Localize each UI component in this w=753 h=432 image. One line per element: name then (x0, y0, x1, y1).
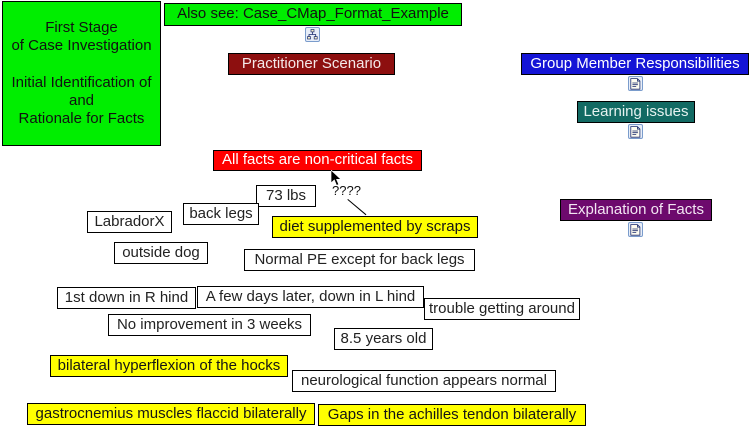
node-label: 8.5 years old (340, 329, 427, 347)
node-also-see-case-cmap-format-example[interactable]: Also see: Case_CMap_Format_Example (164, 3, 462, 26)
node-label: diet supplemented by scraps (279, 217, 471, 235)
node-label: Practitioner Scenario (241, 54, 382, 72)
node-label: 73 lbs (265, 186, 307, 204)
node-learning-issues[interactable]: Learning issues (577, 101, 695, 123)
resource-document-icon[interactable] (628, 76, 643, 91)
node-label: trouble getting around (429, 299, 575, 317)
node-outside-dog[interactable]: outside dog (114, 242, 208, 264)
node-group-member-responsibilities[interactable]: Group Member Responsibilities (521, 53, 749, 75)
node-label: back legs (189, 204, 253, 222)
node-label: bilateral hyperflexion of the hocks (57, 356, 281, 374)
node-normal-pe-except-for-back-legs[interactable]: Normal PE except for back legs (244, 249, 475, 271)
node-label: Normal PE except for back legs (254, 250, 465, 268)
node-diet-supplemented-by-scraps[interactable]: diet supplemented by scraps (272, 216, 478, 238)
node-label: outside dog (122, 243, 200, 261)
node-explanation-of-facts[interactable]: Explanation of Facts (560, 199, 712, 221)
node-label: No improvement in 3 weeks (116, 315, 303, 333)
node-73-lbs[interactable]: 73 lbs (256, 185, 316, 207)
node-text-line: Rationale for Facts (18, 110, 145, 128)
node-label: Gaps in the achilles tendon bilaterally (327, 405, 577, 423)
node-label: All facts are non-critical facts (222, 151, 413, 169)
node-bilateral-hyperflexion-of-the-hocks[interactable]: bilateral hyperflexion of the hocks (50, 355, 288, 377)
node-a-few-days-later-down-in-l-hind[interactable]: A few days later, down in L hind (197, 286, 424, 308)
node-label: Learning issues (583, 102, 689, 120)
node-neurological-function-appears-normal[interactable]: neurological function appears normal (292, 370, 556, 392)
connector-line-diet-to-facts (347, 199, 367, 216)
node-label: neurological function appears normal (301, 371, 547, 389)
node-label: gastrocnemius muscles flaccid bilaterall… (35, 404, 307, 422)
node-gaps-in-the-achilles-tendon-bilaterally[interactable]: Gaps in the achilles tendon bilaterally (318, 404, 586, 426)
node-text-line: First Stage (45, 18, 118, 36)
node-text-line (79, 55, 83, 73)
node-trouble-getting-around[interactable]: trouble getting around (424, 298, 580, 320)
node-label: Explanation of Facts (568, 200, 704, 218)
node-gastrocnemius-muscles-flaccid-bilaterally[interactable]: gastrocnemius muscles flaccid bilaterall… (27, 403, 315, 425)
node-1st-down-in-r-hind[interactable]: 1st down in R hind (57, 287, 196, 309)
node-text-line: and (68, 91, 95, 109)
node-all-facts-are-non-critical-facts[interactable]: All facts are non-critical facts (213, 150, 422, 171)
node-text-line: Initial Identification of (11, 73, 152, 91)
link-label-question-marks: ???? (332, 183, 361, 198)
node-label: 1st down in R hind (64, 288, 189, 306)
node-label: A few days later, down in L hind (205, 287, 416, 305)
node-label: Also see: Case_CMap_Format_Example (177, 5, 449, 23)
node-back-legs[interactable]: back legs (183, 203, 259, 225)
node-8-5-years-old[interactable]: 8.5 years old (334, 328, 433, 350)
node-labradorx[interactable]: LabradorX (87, 211, 172, 233)
concept-map-icon[interactable] (305, 27, 320, 42)
resource-document-icon[interactable] (628, 222, 643, 237)
node-text-line: of Case Investigation (11, 36, 152, 54)
node-label: Group Member Responsibilities (530, 54, 740, 72)
node-no-improvement-in-3-weeks[interactable]: No improvement in 3 weeks (108, 314, 311, 336)
node-label: LabradorX (94, 212, 165, 230)
resource-document-icon[interactable] (628, 124, 643, 139)
node-practitioner-scenario[interactable]: Practitioner Scenario (228, 53, 395, 75)
mouse-cursor (330, 169, 343, 188)
